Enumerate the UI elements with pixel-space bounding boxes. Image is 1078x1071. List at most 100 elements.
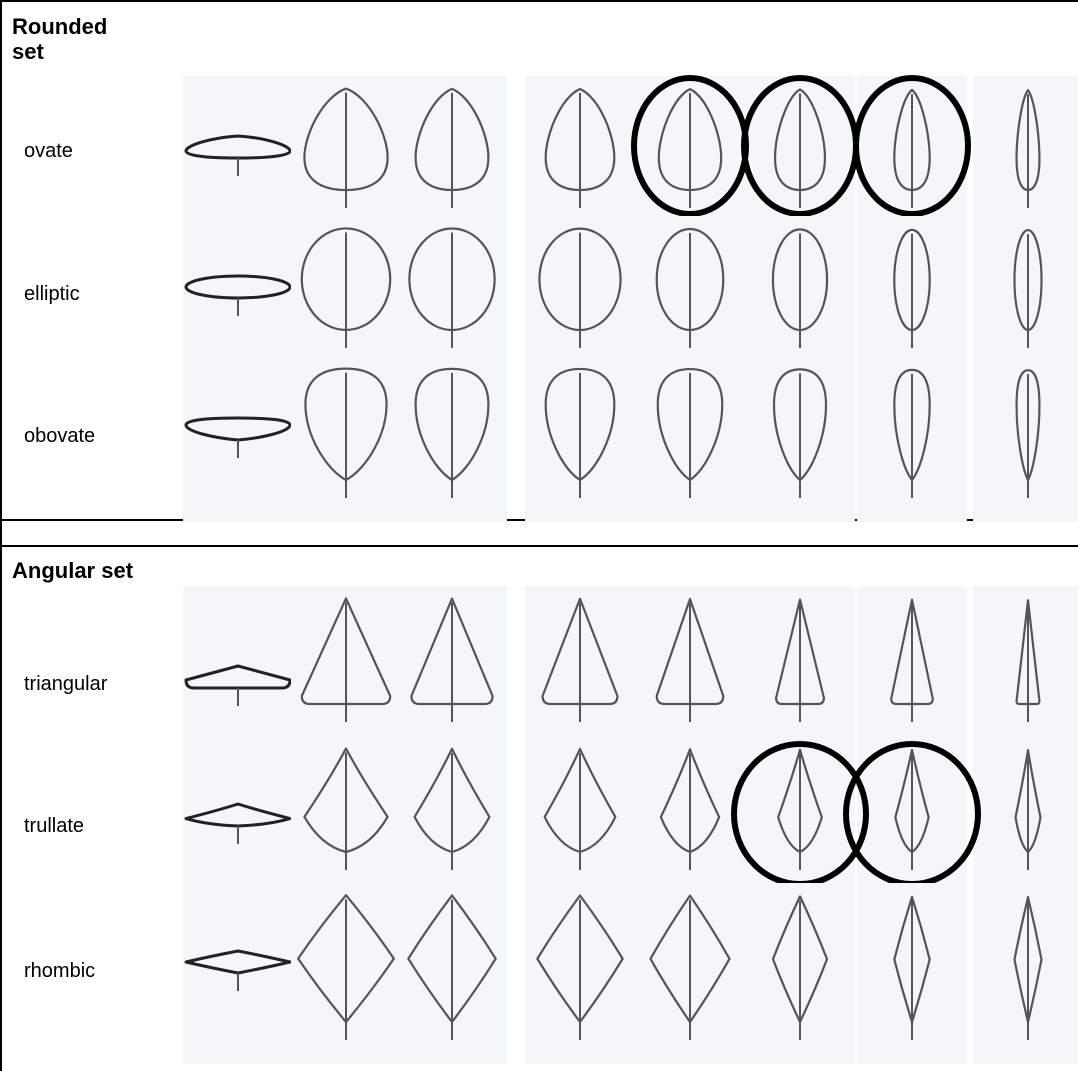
leaf-paper-patch [397,883,507,1064]
leaf-triangular-7 [857,586,967,746]
leaf-ovate-4 [525,76,635,232]
leaf-paper-patch [525,356,635,522]
leaf-outline [1013,895,1043,1024]
leaf-outline [771,228,829,332]
leaf-outline [304,367,388,482]
angular-set-title: Angular set [12,558,134,583]
leaf-paper-patch [291,216,401,372]
leaf-outline [184,949,292,975]
highlight-circle-ovate-6 [741,75,859,217]
leaf-outline [655,227,725,332]
leaf-rhombic-2 [291,883,401,1064]
leaf-ovate-5 [635,76,745,232]
leaf-outline [543,747,617,854]
left-border [0,0,2,1071]
leaf-outline [894,748,930,854]
leaf-outline [893,368,931,482]
section-divider-top [0,519,1078,521]
leaf-paper-patch [291,356,401,522]
leaf-paper-patch [973,586,1078,746]
leaf-outline [649,894,731,1024]
row-label-obovate: obovate [24,425,96,447]
leaf-paper-patch [973,356,1078,522]
leaf-ovate-6 [745,76,855,232]
leaf-paper-patch [857,216,967,372]
leaf-paper-patch [973,883,1078,1064]
leaf-outline [890,598,934,706]
leaf-trullate-3 [397,736,507,894]
leaf-rhombic-4 [525,883,635,1064]
leaf-obovate-2 [291,356,401,522]
leaf-rhombic-7 [857,883,967,1064]
leaf-elliptic-6 [745,216,855,372]
leaf-outline [184,134,292,160]
leaf-paper-patch [857,586,967,746]
leaf-paper-patch [745,586,855,746]
leaf-triangular-4 [525,586,635,746]
rounded-set-title: Rounded set [12,14,107,64]
highlight-circle-ovate-5 [631,75,749,217]
leaf-outline [408,227,496,332]
leaf-rhombic-6 [745,883,855,1064]
leaf-elliptic-2 [291,216,401,372]
leaf-obovate-7 [857,356,967,522]
leaf-paper-patch [183,356,293,522]
leaf-outline [297,894,395,1024]
leaf-outline [893,228,931,332]
leaf-trullate-7 [857,736,967,894]
leaf-outline [544,367,616,482]
rounded-set-title-line-1: Rounded [12,14,108,39]
leaf-obovate-1 [183,356,293,522]
leaf-elliptic-5 [635,216,745,372]
leaf-ovate-2 [291,76,401,232]
leaf-outline [407,894,497,1024]
leaf-paper-patch [525,736,635,894]
leaf-outline [1015,89,1041,192]
leaf-paper-patch [635,586,745,746]
leaf-paper-patch [183,883,293,1064]
leaf-outline [544,87,616,192]
leaf-paper-patch [635,76,745,232]
leaf-paper-patch [745,736,855,894]
leaf-paper-patch [183,736,293,894]
top-border [0,0,1078,2]
leaf-elliptic-3 [397,216,507,372]
leaf-paper-patch [291,586,401,746]
leaf-outline [541,597,619,706]
leaf-paper-patch [745,76,855,232]
leaf-rhombic-8 [973,883,1078,1064]
highlight-circle-ovate-7 [853,75,971,217]
leaf-paper-patch [745,883,855,1064]
leaf-paper-patch [291,883,401,1064]
leaf-outline [300,227,392,332]
leaf-outline [184,802,292,828]
leaf-outline [410,597,494,706]
leaf-paper-patch [857,76,967,232]
leaf-obovate-6 [745,356,855,522]
leaf-paper-patch [291,736,401,894]
leaf-trullate-5 [635,736,745,894]
leaf-paper-patch [857,883,967,1064]
leaf-outline [893,88,931,192]
leaf-outline [303,87,389,192]
leaf-paper-patch [745,356,855,522]
leaf-outline [774,598,826,706]
leaf-outline [773,88,827,192]
leaf-outline [1015,599,1041,706]
leaf-outline [657,88,723,192]
leaf-rhombic-3 [397,883,507,1064]
leaf-paper-patch [973,76,1078,232]
leaf-paper-patch [525,216,635,372]
leaf-paper-patch [291,76,401,232]
leaf-trullate-6 [745,736,855,894]
leaf-paper-patch [397,736,507,894]
highlight-circle-trullate-7 [843,741,981,887]
leaf-elliptic-7 [857,216,967,372]
leaf-outline [184,664,292,690]
leaf-ovate-1 [183,76,293,232]
leaf-paper-patch [397,356,507,522]
leaf-outline [771,895,829,1024]
leaf-paper-patch [183,586,293,746]
